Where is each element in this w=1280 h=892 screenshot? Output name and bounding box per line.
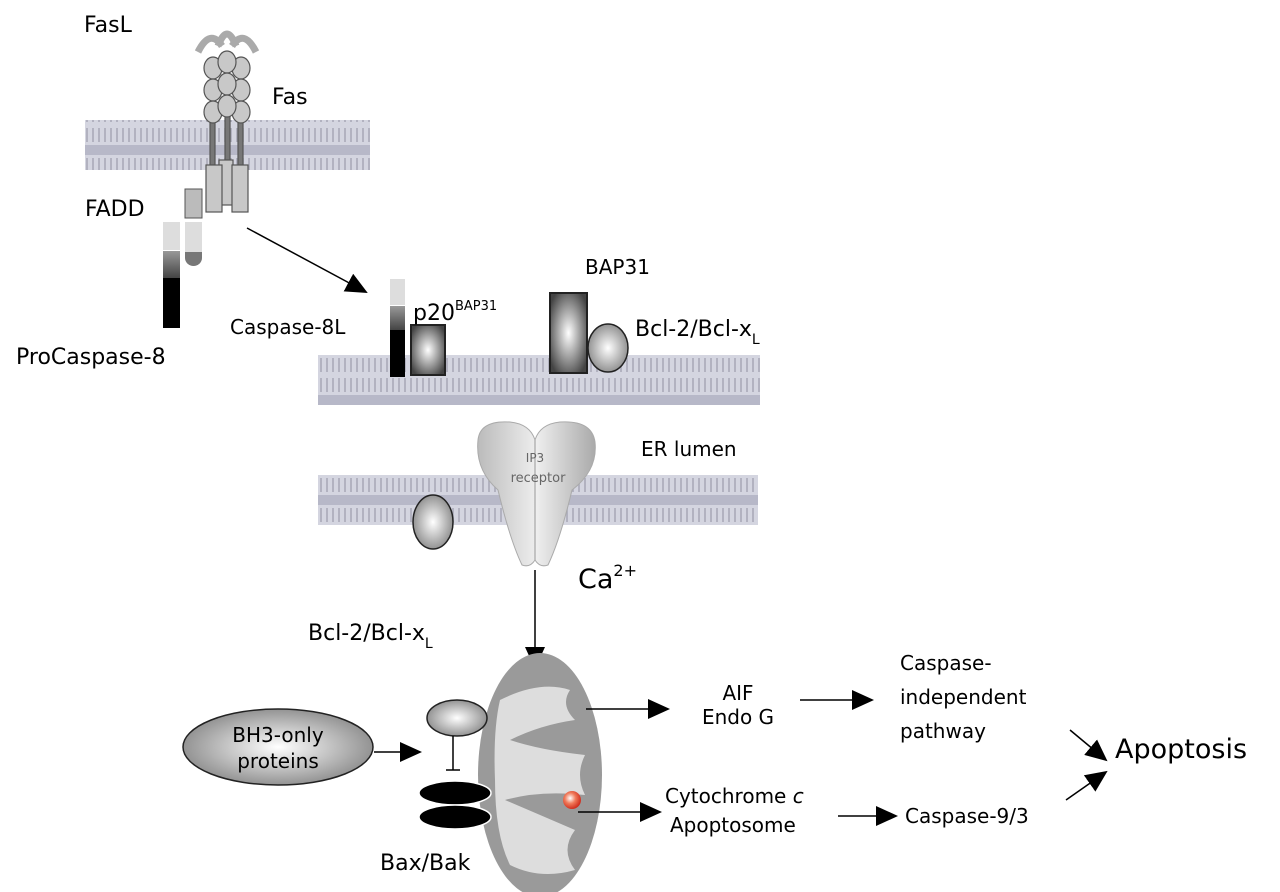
bcl2-mid-label: Bcl-2/Bcl-xL <box>308 621 433 652</box>
ip3-label: IP3 <box>526 451 544 465</box>
fasl-label: FasL <box>84 13 133 38</box>
p20-bap31-icon <box>410 324 446 376</box>
caspase-8l-icon <box>390 279 405 377</box>
fas-receptor-icon <box>203 50 251 213</box>
bh3-only-proteins-node <box>182 708 374 786</box>
mitochondrion-icon <box>478 653 602 892</box>
bcl2-mito-icon <box>426 699 488 737</box>
bcl2-top-label: Bcl-2/Bcl-xL <box>635 317 760 348</box>
proteins-label: proteins <box>237 749 319 773</box>
fasl-ligand-icon <box>194 30 260 54</box>
bcl2-icon <box>587 323 629 373</box>
aif-label: AIF <box>722 681 753 705</box>
ci-line3: pathway <box>900 719 986 743</box>
p20-label: p20BAP31 <box>413 299 497 326</box>
calcium-label: Ca2+ <box>578 561 637 595</box>
arrow-fas-to-caspase <box>246 227 368 293</box>
caspase-8l-label: Caspase-8L <box>230 315 346 339</box>
apoptosome-label: Apoptosome <box>670 813 796 837</box>
cytochrome-c-label: Cytochrome c <box>665 784 804 808</box>
procaspase-8-icon <box>163 222 180 328</box>
er-membrane-top <box>318 355 760 405</box>
receptor-label: receptor <box>511 471 567 486</box>
ci-line1: Caspase- <box>900 651 992 675</box>
bap31-icon <box>549 292 588 374</box>
ci-line2: independent <box>900 685 1027 709</box>
cytochrome-c-dot <box>563 791 581 809</box>
arrow-ci-to-apoptosis <box>1069 729 1108 762</box>
bax-bak-icon <box>418 780 492 830</box>
fas-label: Fas <box>272 85 308 110</box>
endo-g-label: Endo G <box>702 705 774 729</box>
apoptosis-label: Apoptosis <box>1115 734 1247 765</box>
ip3-receptor-icon <box>477 421 596 567</box>
procaspase-8-label: ProCaspase-8 <box>16 345 166 370</box>
er-lumen-label: ER lumen <box>641 437 737 461</box>
fadd-label: FADD <box>85 197 145 222</box>
fadd-icon <box>184 188 203 266</box>
bcl2-er-icon <box>412 494 454 550</box>
caspase-9-3-label: Caspase-9/3 <box>905 804 1029 828</box>
arrow-caspase-to-apoptosis <box>1065 770 1108 801</box>
bh3-label: BH3-only <box>232 723 324 747</box>
bax-bak-label: Bax/Bak <box>380 851 471 876</box>
bap31-label: BAP31 <box>585 255 650 279</box>
